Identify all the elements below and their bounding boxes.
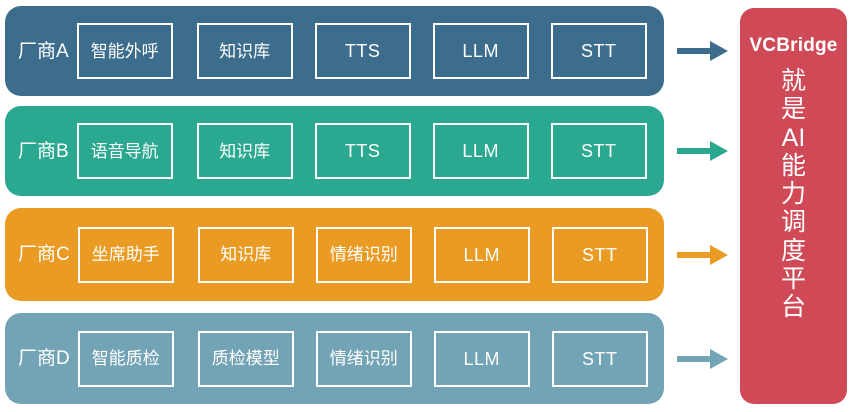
capability-box[interactable]: LLM	[432, 23, 529, 79]
capability-boxes-vendor-d: 智能质检质检模型情绪识别 LLM STT	[77, 313, 664, 404]
capability-box[interactable]: LLM	[433, 226, 530, 283]
vendor-row-vendor-d[interactable]: 厂商D 智能质检质检模型情绪识别 LLM STT	[5, 313, 664, 404]
vendor-label-vendor-d: 厂商D	[18, 348, 70, 369]
vendor-row-vendor-c[interactable]: 厂商C 坐席助手知识库情绪识别 LLM STT	[5, 208, 664, 301]
capability-box[interactable]: 语音导航	[76, 123, 173, 179]
platform-tagline-char: 平	[780, 264, 806, 293]
capability-box[interactable]: 知识库	[196, 23, 293, 79]
vendor-label-vendor-c: 厂商C	[18, 244, 70, 265]
vendor-label-vendor-a: 厂商A	[18, 40, 69, 62]
capability-box[interactable]: 情绪识别	[315, 226, 412, 283]
flow-arrow-vendor-b	[677, 140, 729, 162]
capability-box[interactable]: LLM	[432, 123, 529, 179]
flow-arrow-vendor-a	[677, 40, 729, 62]
capability-boxes-vendor-c: 坐席助手知识库情绪识别 LLM STT	[77, 208, 664, 301]
platform-title: VCBridge	[749, 35, 838, 56]
capability-box[interactable]: TTS	[314, 123, 411, 179]
capability-box[interactable]: STT	[551, 226, 648, 283]
capability-box[interactable]: STT	[550, 123, 647, 179]
flow-arrow-vendor-c	[677, 244, 729, 266]
capability-box[interactable]: LLM	[433, 330, 530, 387]
platform-tagline-char: 是	[780, 95, 806, 124]
capability-box[interactable]: 智能质检	[77, 330, 174, 387]
platform-tagline-char: 能	[780, 151, 806, 180]
capability-boxes-vendor-a: 智能外呼知识库 TTS LLM STT	[76, 6, 664, 96]
capability-box[interactable]: 坐席助手	[77, 226, 174, 283]
platform-tagline-char: 调	[780, 208, 806, 237]
vendor-row-vendor-b[interactable]: 厂商B 语音导航知识库 TTS LLM STT	[5, 106, 664, 196]
capability-box[interactable]: STT	[550, 23, 647, 79]
platform-tagline-char: 度	[780, 236, 806, 265]
flow-arrow-vendor-d	[677, 348, 729, 370]
vendor-label-vendor-b: 厂商B	[18, 140, 69, 162]
vendor-row-vendor-a[interactable]: 厂商A 智能外呼知识库 TTS LLM STT	[5, 6, 664, 96]
platform-tagline-char: 就	[780, 67, 806, 95]
platform-tagline-char: 力	[780, 180, 806, 208]
capability-box[interactable]: 智能外呼	[76, 23, 173, 79]
platform-tagline-char: 台	[780, 293, 806, 321]
capability-box[interactable]: 质检模型	[197, 330, 294, 387]
capability-box[interactable]: TTS	[314, 23, 411, 79]
capability-box[interactable]: 情绪识别	[315, 330, 412, 387]
capability-boxes-vendor-b: 语音导航知识库 TTS LLM STT	[76, 106, 664, 196]
platform-tagline-char: AI	[781, 123, 806, 152]
capability-box[interactable]: 知识库	[196, 123, 293, 179]
capability-box[interactable]: STT	[551, 330, 648, 387]
capability-box[interactable]: 知识库	[197, 226, 294, 283]
